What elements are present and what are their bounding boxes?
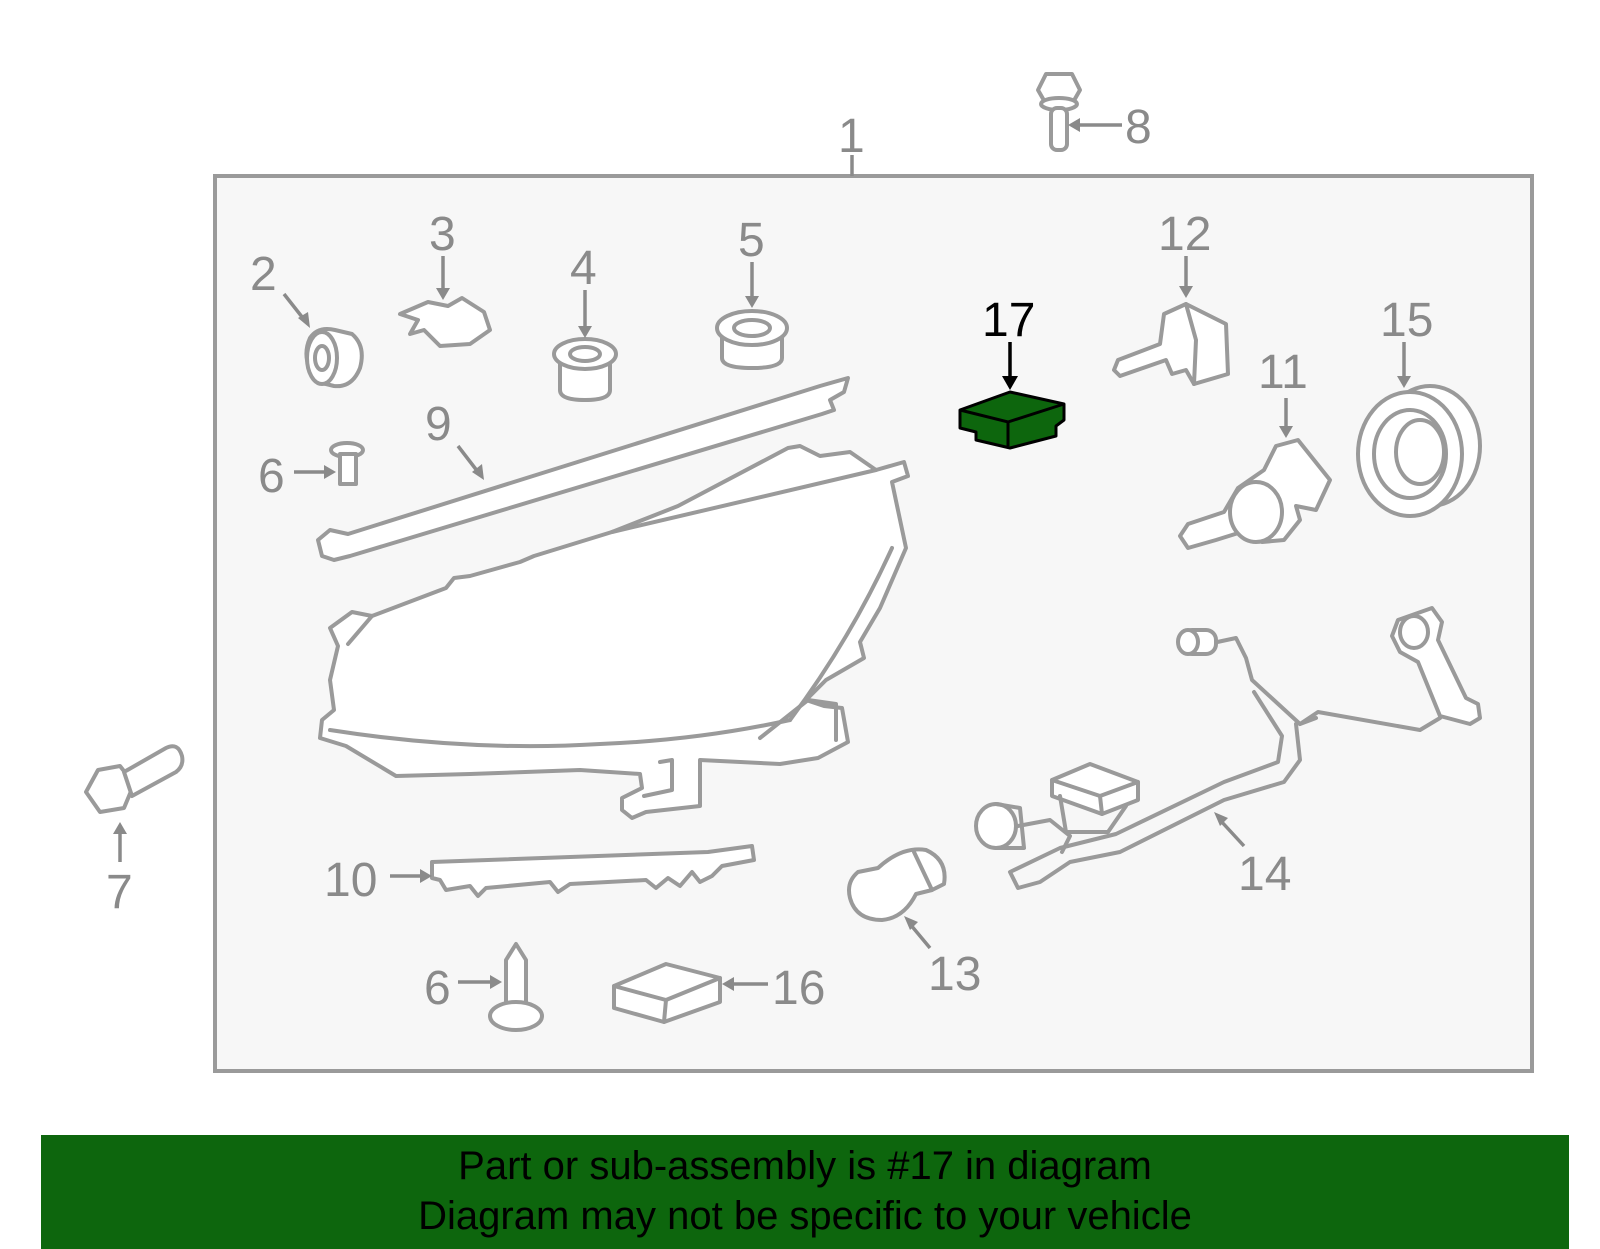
callout-6-upper: 6 (258, 450, 285, 503)
part-17-module[interactable] (958, 390, 1066, 450)
callout-8: 8 (1125, 101, 1152, 154)
part-6-screw-lower[interactable] (488, 942, 544, 1032)
part-11-bulb[interactable] (1178, 438, 1332, 550)
info-banner: Part or sub-assembly is #17 in diagram D… (41, 1135, 1569, 1249)
parts-diagram: 1 8 2 3 4 5 6 (84, 72, 1534, 1073)
part-15-ring[interactable] (1356, 384, 1482, 518)
callout-1: 1 (838, 110, 865, 163)
part-5-bushing[interactable] (715, 309, 789, 370)
part-headlamp-housing (318, 444, 910, 820)
leader-14 (1218, 818, 1246, 848)
callout-6-lower: 6 (424, 962, 451, 1015)
leader-9 (456, 444, 480, 474)
callout-5: 5 (738, 214, 765, 267)
part-4-bushing[interactable] (552, 337, 618, 402)
callout-2: 2 (250, 248, 277, 301)
part-7-bolt[interactable] (84, 744, 185, 814)
callout-16: 16 (772, 962, 825, 1015)
banner-line-1: Part or sub-assembly is #17 in diagram (458, 1144, 1152, 1188)
callout-12: 12 (1158, 208, 1211, 261)
part-3-clip[interactable] (398, 296, 492, 348)
callout-7: 7 (106, 866, 133, 919)
callout-15: 15 (1380, 294, 1433, 347)
part-10-bracket[interactable] (430, 844, 756, 898)
part-2-grommet[interactable] (304, 327, 364, 389)
part-9-strip[interactable] (316, 376, 850, 562)
part-13-bulb[interactable] (847, 847, 947, 922)
part-6-screw-upper[interactable] (329, 441, 365, 486)
callout-10: 10 (324, 854, 377, 907)
callout-14: 14 (1238, 848, 1291, 901)
part-8-bolt[interactable] (1036, 72, 1082, 152)
callout-4: 4 (570, 242, 597, 295)
callout-11: 11 (1258, 346, 1308, 399)
callout-13: 13 (928, 948, 981, 1001)
part-14-harness[interactable] (974, 606, 1482, 890)
part-12-bulb[interactable] (1112, 302, 1230, 386)
callout-9: 9 (425, 398, 452, 451)
callout-3: 3 (429, 208, 456, 261)
callout-17: 17 (982, 294, 1035, 347)
part-16-module[interactable] (612, 962, 722, 1024)
banner-line-2: Diagram may not be specific to your vehi… (418, 1194, 1192, 1238)
leader-13 (908, 922, 932, 950)
